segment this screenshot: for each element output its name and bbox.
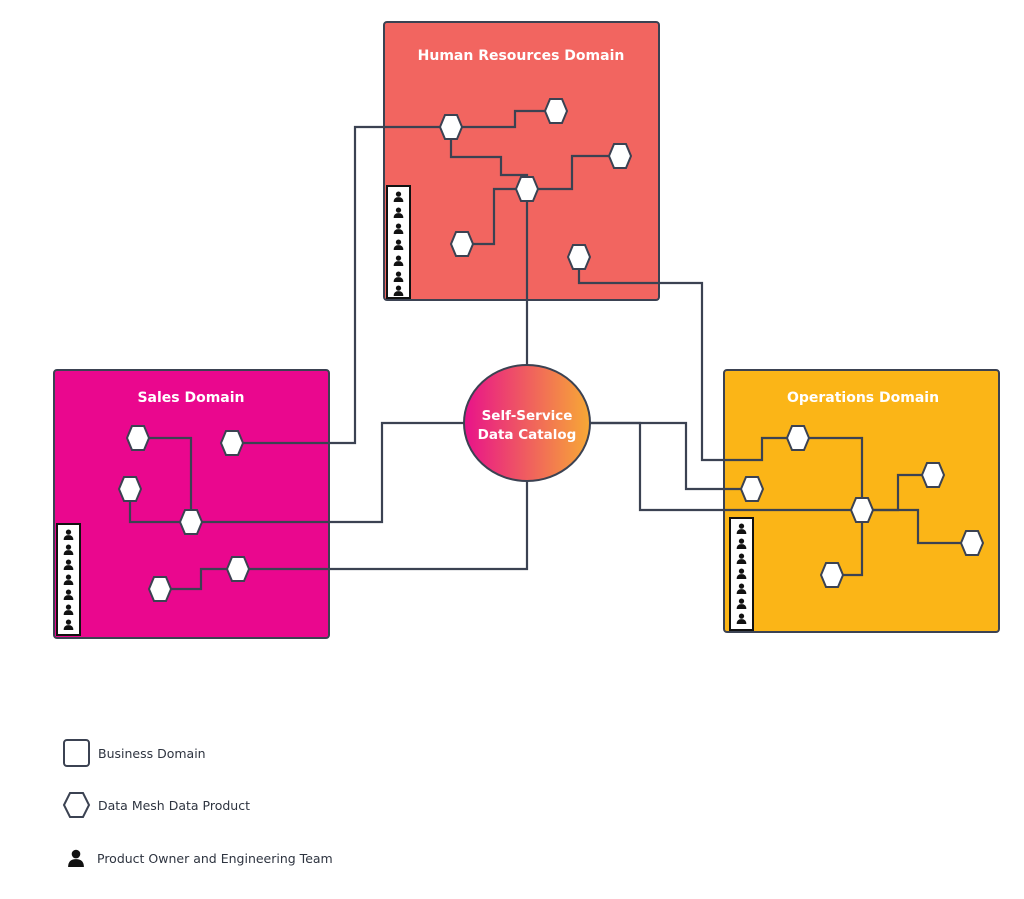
hr-data-product — [566, 244, 592, 270]
legend-team-label: Product Owner and Engineering Team — [97, 851, 333, 866]
data-products — [117, 98, 985, 602]
connector — [238, 480, 529, 571]
connector — [462, 187, 527, 246]
sales-data-product — [219, 430, 245, 456]
connector — [451, 109, 556, 129]
data-catalog-label-line1: Self-Service — [482, 408, 573, 424]
sales-data-product — [178, 509, 204, 535]
sales-domain-title: Sales Domain — [137, 390, 244, 406]
operations-data-product — [785, 425, 811, 451]
data-catalog-node — [463, 364, 591, 482]
hr-team-panel — [386, 185, 411, 299]
legend-product-icon — [62, 792, 91, 818]
operations-data-product — [739, 476, 765, 502]
hr-data-product — [543, 98, 569, 124]
connector — [138, 436, 193, 522]
sales-team-panel — [56, 523, 81, 636]
legend-product-label: Data Mesh Data Product — [98, 798, 250, 813]
connector — [232, 125, 451, 445]
legend-team-icon — [68, 849, 84, 867]
sales-data-product — [225, 556, 251, 582]
operations-data-product — [819, 562, 845, 588]
hr-data-product — [514, 176, 540, 202]
hr-data-product — [449, 231, 475, 257]
connector — [160, 567, 238, 591]
operations-data-product — [920, 462, 946, 488]
operations-data-product — [849, 497, 875, 523]
operations-team-panel — [729, 517, 754, 631]
hr-data-product — [438, 114, 464, 140]
sales-data-product — [147, 576, 173, 602]
data-catalog-label-line2: Data Catalog — [478, 427, 577, 443]
connector — [798, 436, 864, 510]
hr-data-product — [607, 143, 633, 169]
connector — [191, 421, 464, 524]
legend-domain-icon — [63, 739, 90, 767]
connectors — [128, 109, 972, 591]
legend-domain-label: Business Domain — [98, 746, 206, 761]
operations-data-product — [959, 530, 985, 556]
connector — [862, 508, 972, 545]
sales-data-product — [117, 476, 143, 502]
connector — [527, 154, 620, 191]
connector — [589, 421, 862, 512]
sales-data-product — [125, 425, 151, 451]
connector — [577, 257, 798, 462]
hr-domain-title: Human Resources Domain — [418, 48, 625, 64]
operations-domain-title: Operations Domain — [787, 390, 939, 406]
legend: Business Domain Data Mesh Data Product P… — [62, 739, 333, 867]
hr-domain-box — [383, 21, 660, 301]
